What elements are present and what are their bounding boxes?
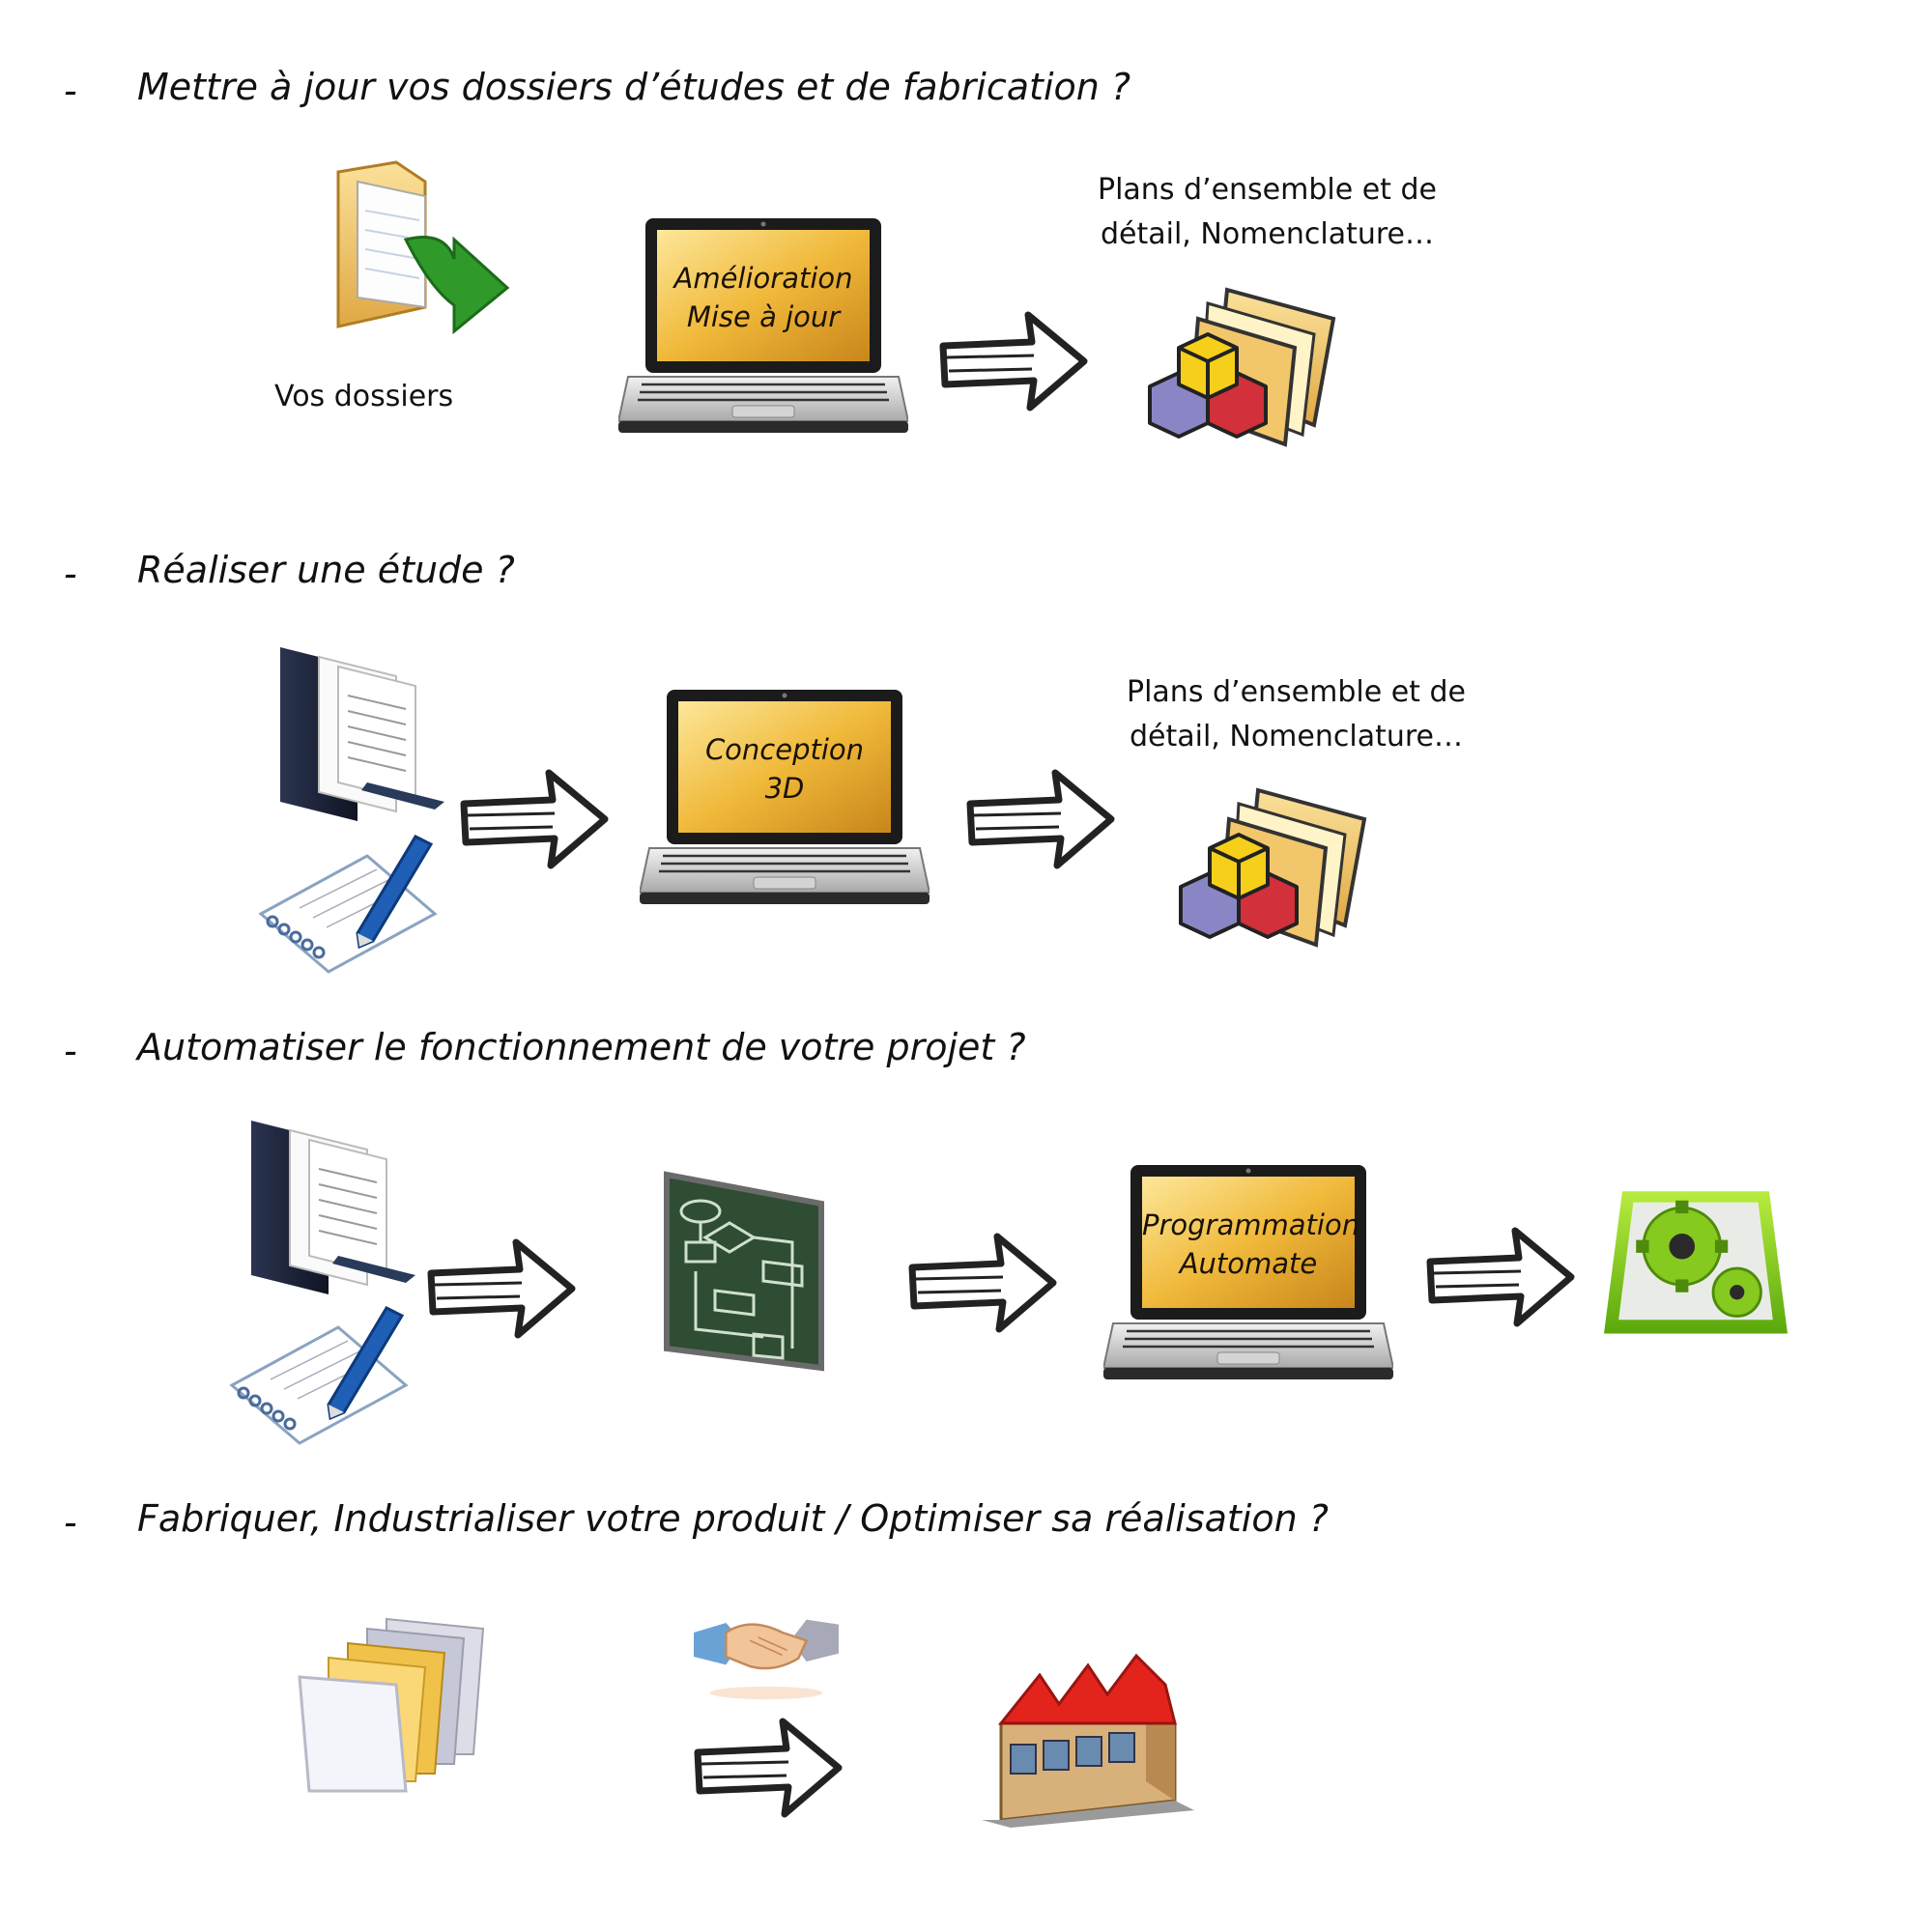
- plans-folder-cubes-icon: [1171, 781, 1384, 964]
- notebook-pen-icon: [222, 1298, 415, 1463]
- outline-arrow-icon: [425, 1235, 580, 1341]
- handshake-icon: [694, 1604, 839, 1710]
- plans-folder-cubes-icon: [1140, 280, 1353, 464]
- outline-arrow-icon: [964, 765, 1119, 871]
- bullet: -: [64, 1030, 77, 1072]
- factory-icon: [982, 1636, 1194, 1830]
- notebook-pen-icon: [251, 827, 444, 991]
- section-heading: Réaliser une étude ?: [137, 549, 515, 591]
- laptop-screen-line: Automate: [1179, 1247, 1318, 1280]
- laptop-screen-text: Amélioration Mise à jour: [657, 259, 870, 336]
- bullet: -: [64, 1501, 77, 1544]
- bullet: -: [64, 70, 77, 112]
- bullet: -: [64, 553, 77, 595]
- folder-arrow-icon: [319, 143, 512, 336]
- output-caption: Plans d’ensemble et de détail, Nomenclat…: [1127, 670, 1466, 759]
- section-heading: Mettre à jour vos dossiers d’études et d…: [137, 66, 1131, 108]
- flowchart-board-icon: [657, 1165, 850, 1378]
- folder-caption: Vos dossiers: [274, 380, 454, 413]
- outline-arrow-icon: [906, 1229, 1061, 1335]
- laptop-screen-line: Programmation: [1142, 1208, 1360, 1241]
- folders-stack-icon: [290, 1609, 502, 1793]
- laptop-screen-line: 3D: [764, 772, 805, 805]
- outline-arrow-icon: [1424, 1223, 1579, 1329]
- document-binder-icon: [232, 1111, 425, 1304]
- outline-arrow-icon: [937, 307, 1092, 413]
- output-caption-line: détail, Nomenclature…: [1100, 217, 1434, 251]
- outline-arrow-icon: [458, 765, 613, 871]
- section-heading: Automatiser le fonctionnement de votre p…: [137, 1026, 1026, 1068]
- gears-icon: [1604, 1180, 1788, 1340]
- output-caption: Plans d’ensemble et de détail, Nomenclat…: [1098, 168, 1437, 257]
- document-binder-icon: [261, 638, 454, 831]
- output-caption-line: détail, Nomenclature…: [1129, 720, 1463, 753]
- laptop-screen-line: Amélioration: [673, 262, 853, 295]
- laptop-screen-line: Mise à jour: [686, 300, 841, 333]
- laptop-screen-line: Conception: [704, 733, 865, 766]
- output-caption-line: Plans d’ensemble et de: [1127, 675, 1466, 709]
- outline-arrow-icon: [692, 1714, 846, 1820]
- laptop-screen-text: Programmation Automate: [1142, 1206, 1360, 1283]
- laptop-screen-text: Conception 3D: [678, 730, 891, 808]
- section-heading: Fabriquer, Industrialiser votre produit …: [137, 1497, 1329, 1540]
- output-caption-line: Plans d’ensemble et de: [1098, 173, 1437, 207]
